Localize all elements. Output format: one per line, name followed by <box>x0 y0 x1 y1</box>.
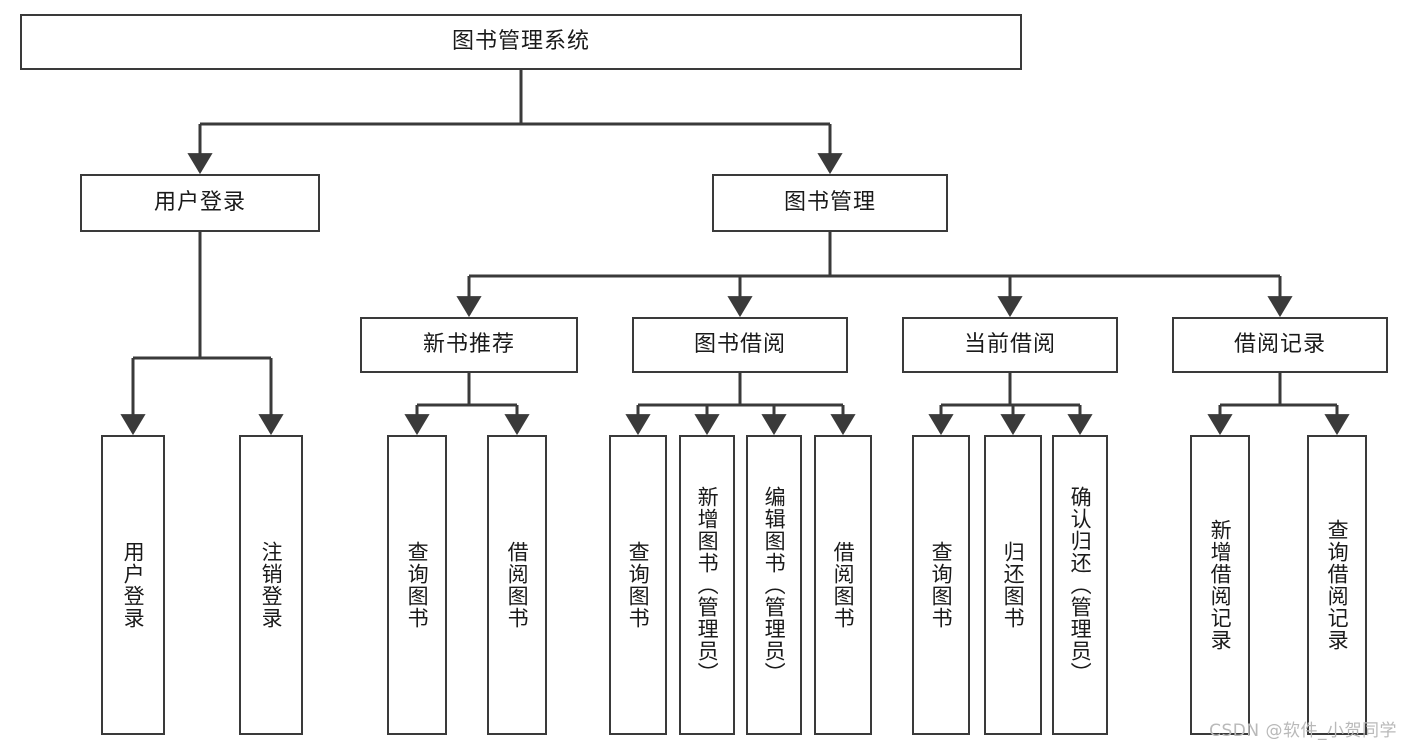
node-leaf_query_book_rec[interactable]: 查询图书 <box>387 435 447 735</box>
node-leaf_add_book[interactable]: 新增图书（管理员） <box>679 435 735 735</box>
node-label: 用户登录 <box>121 541 146 629</box>
node-label: 新增借阅记录 <box>1208 519 1233 651</box>
node-leaf_query_book_br[interactable]: 查询图书 <box>609 435 667 735</box>
node-leaf_query_book_cb[interactable]: 查询图书 <box>912 435 970 735</box>
node-user_login[interactable]: 用户登录 <box>80 174 320 232</box>
node-leaf_user_login[interactable]: 用户登录 <box>101 435 165 735</box>
node-label: 当前借阅 <box>963 331 1056 357</box>
node-leaf_confirm_return[interactable]: 确认归还（管理员） <box>1052 435 1108 735</box>
node-label: 用户登录 <box>153 189 246 215</box>
node-leaf_add_record[interactable]: 新增借阅记录 <box>1190 435 1250 735</box>
node-leaf_query_record[interactable]: 查询借阅记录 <box>1307 435 1367 735</box>
node-root-title[interactable]: 图书管理系统 <box>20 14 1022 70</box>
node-label: 图书借阅 <box>693 331 786 357</box>
node-leaf_user_logout[interactable]: 注销登录 <box>239 435 303 735</box>
node-leaf_edit_book[interactable]: 编辑图书（管理员） <box>746 435 802 735</box>
node-label: 编辑图书（管理员） <box>762 486 787 684</box>
node-label: 查询图书 <box>405 541 430 629</box>
node-label: 借阅记录 <box>1233 331 1326 357</box>
node-label: 借阅图书 <box>831 541 856 629</box>
node-label: 图书管理系统 <box>451 28 590 54</box>
node-label: 新增图书（管理员） <box>695 486 720 684</box>
node-label: 查询借阅记录 <box>1325 519 1350 651</box>
node-leaf_borrow_book_br[interactable]: 借阅图书 <box>814 435 872 735</box>
node-label: 新书推荐 <box>422 331 515 357</box>
node-label: 借阅图书 <box>505 541 530 629</box>
node-borrow_record[interactable]: 借阅记录 <box>1172 317 1388 373</box>
node-label: 注销登录 <box>259 541 284 629</box>
node-book_borrow[interactable]: 图书借阅 <box>632 317 848 373</box>
node-label: 确认归还（管理员） <box>1068 486 1093 684</box>
node-current_borrow[interactable]: 当前借阅 <box>902 317 1118 373</box>
node-leaf_borrow_book_rec[interactable]: 借阅图书 <box>487 435 547 735</box>
csdn-watermark: CSDN @软件_小贺同学 <box>1209 721 1397 741</box>
node-label: 图书管理 <box>783 189 876 215</box>
node-label: 查询图书 <box>929 541 954 629</box>
node-new_book_rec[interactable]: 新书推荐 <box>360 317 578 373</box>
node-book_manage[interactable]: 图书管理 <box>712 174 948 232</box>
node-leaf_return_book[interactable]: 归还图书 <box>984 435 1042 735</box>
node-label: 查询图书 <box>626 541 651 629</box>
node-label: 归还图书 <box>1001 541 1026 629</box>
